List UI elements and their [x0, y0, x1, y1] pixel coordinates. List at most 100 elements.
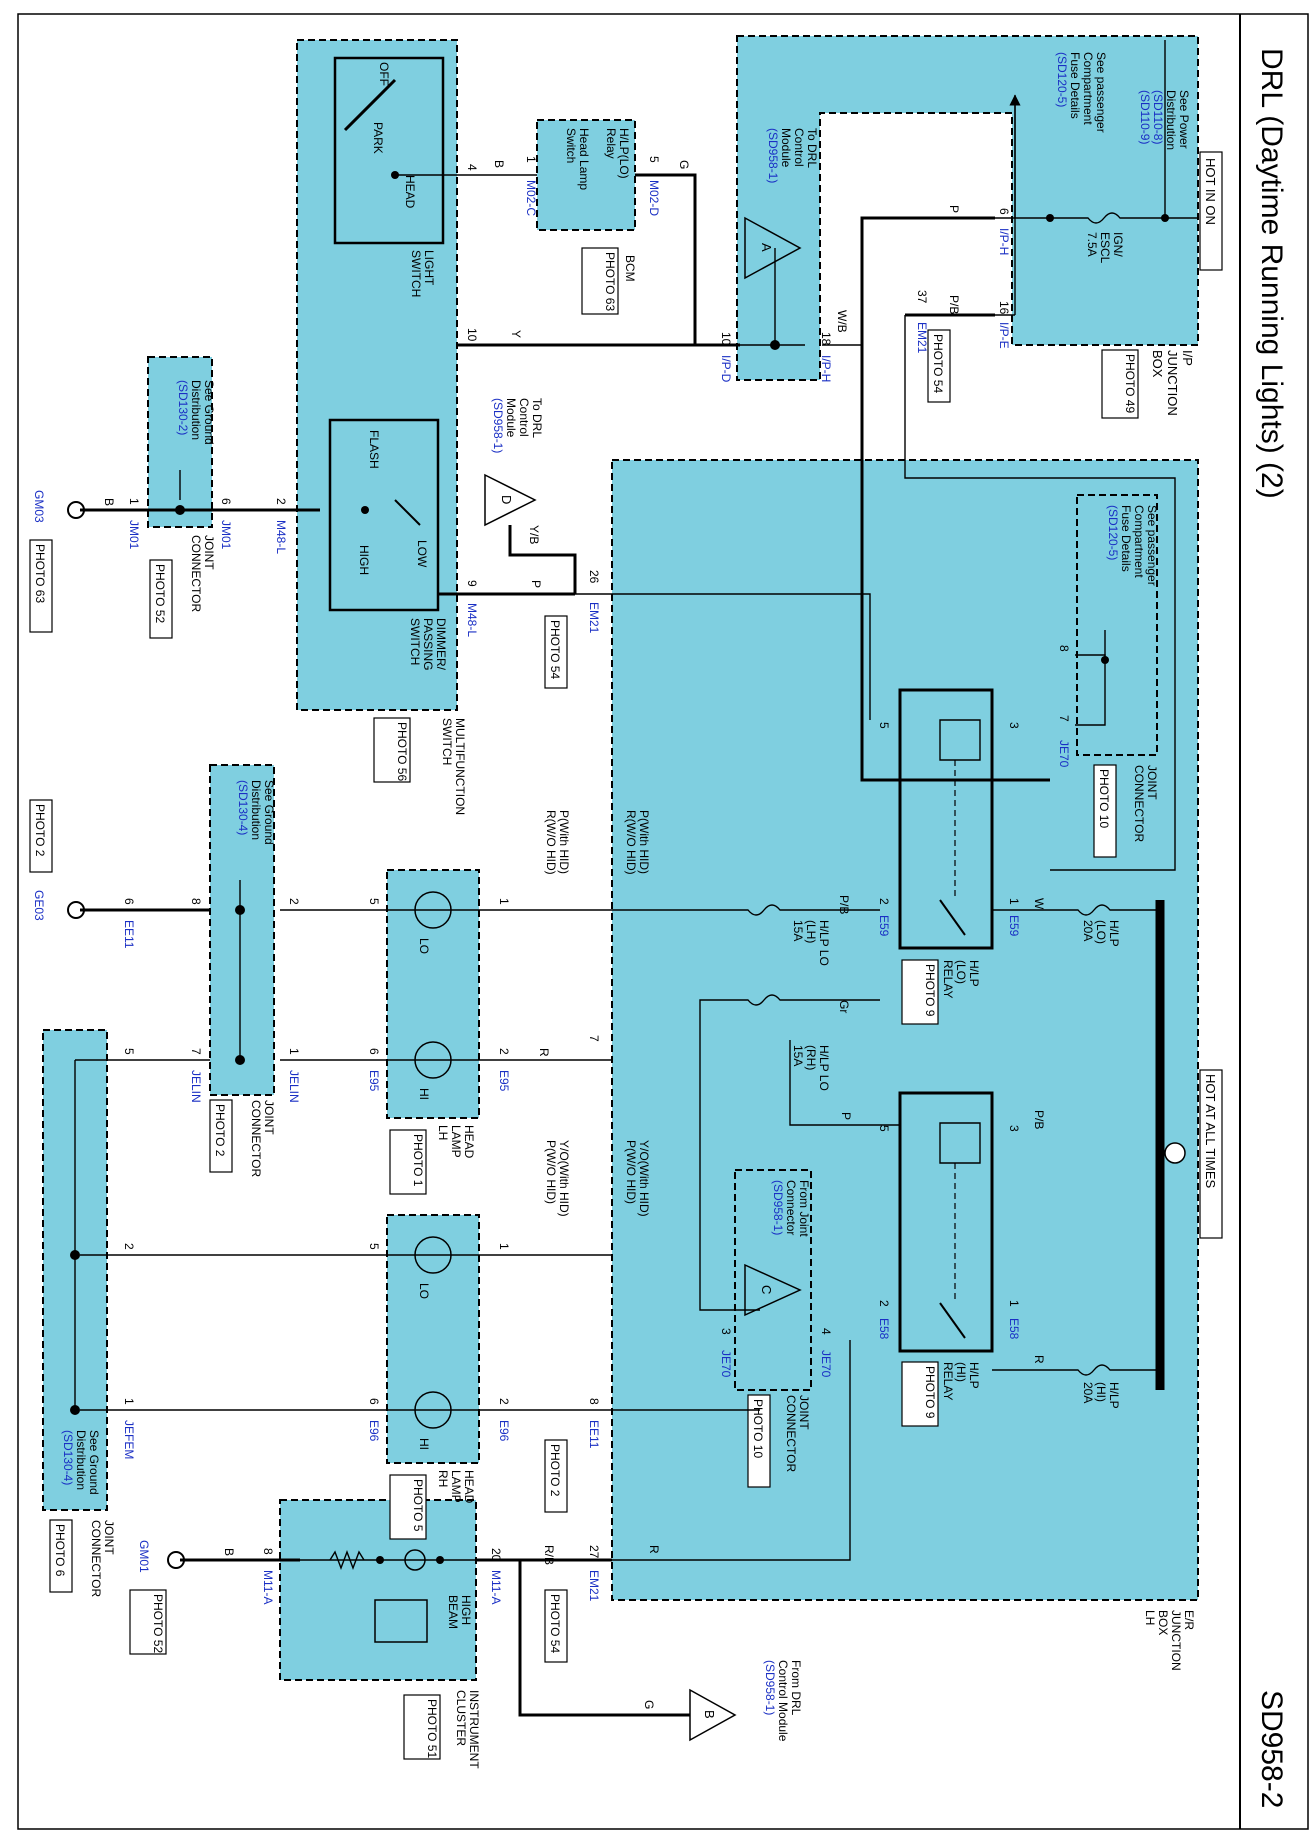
lo-relay-conn-1: E59 [877, 915, 891, 937]
rh-wire-note-4: P(W/O HID) [624, 1140, 638, 1204]
ic-led [404, 1549, 426, 1571]
hot-in-on-label: HOT IN ON [1203, 158, 1218, 225]
dimmer-pin-9: 9 [465, 580, 479, 587]
ic-pin-8: 8 [261, 1548, 275, 1555]
wire-em21b-r-label: R [647, 1545, 661, 1554]
rh-label-1: HEAD [462, 1470, 476, 1504]
hot-at-all-times-box [1199, 1069, 1223, 1239]
ge03-pin-6: 6 [122, 898, 136, 905]
hi-relay-conn-1: E58 [877, 1318, 891, 1340]
jefem-node-2 [70, 1405, 80, 1415]
er-fuse-link [1075, 654, 1106, 726]
ge03-conn-ee11: EE11 [122, 920, 136, 949]
je70c-ref-2: Connector [784, 1180, 798, 1235]
light-switch-pin-10: 10 [465, 328, 479, 342]
ip-junction-box-title-2: JUNCTION [1165, 350, 1180, 416]
lo-relay-coil [939, 719, 981, 761]
jefem-node-1 [70, 1250, 80, 1260]
lh-label-2: LAMP [449, 1125, 463, 1158]
em21a-pin: 26 [587, 570, 601, 584]
lo-relay-photo-box [901, 959, 939, 1025]
em21a-conn: EM21 [587, 602, 601, 634]
ip-conn-ipe: I/P-E [997, 322, 1011, 349]
jefem-photo: PHOTO 6 [53, 1524, 67, 1577]
ge03-node-2 [235, 1055, 245, 1065]
ip-fuse-ref-4: (SD120-5) [1055, 52, 1069, 107]
drl-conn-ipd: I/P-D [719, 355, 733, 383]
ic-photo: PHOTO 51 [425, 1699, 439, 1758]
drl-b-ref-3: (SD958-1) [763, 1660, 777, 1715]
light-switch-off: OFF [377, 62, 391, 86]
em21a-ref-3: Module [504, 398, 518, 438]
hi-relay-p-wire [789, 1040, 900, 1126]
je70-photo: PHOTO 10 [1097, 769, 1111, 828]
fuse-lh-3: 15A [791, 920, 805, 941]
hi-relay-photo: PHOTO 9 [923, 1366, 937, 1419]
dimmer-conn-m48l-1: M48-L [274, 520, 288, 554]
ip-power-ref-1: See Power [1177, 90, 1191, 149]
ip-fuse-ign-3: 7.5A [1085, 232, 1099, 257]
lh-wire-note-3: P(With HID) [637, 810, 651, 874]
em21c-pin: 37 [915, 290, 929, 304]
wire-dimmer-p-label: P [529, 580, 543, 588]
bcm-label: BCM [623, 255, 637, 282]
em21a-ref-2: Control [517, 398, 531, 437]
lh-lo-label: LO [417, 938, 431, 954]
hi-relay-conn-2: E58 [1007, 1318, 1021, 1340]
dimmer-conn-m48l-2: M48-L [465, 603, 479, 637]
je70-c-box [734, 1169, 812, 1391]
hi-relay-label-3: RELAY [941, 1362, 955, 1400]
ge03-joint-2: CONNECTOR [249, 1100, 263, 1177]
light-switch-arm [343, 78, 397, 132]
ip-fuse-ign-escl [1050, 212, 1165, 224]
fuse-rh-wire-gr: Gr [837, 1000, 851, 1013]
je70c-symbol: C [759, 1285, 774, 1294]
gm03-ref-3: (SD130-2) [176, 380, 190, 435]
drl-a-triangle [744, 216, 802, 280]
lo-relay-conn-2: E59 [1007, 915, 1021, 937]
lh-pin-1: 1 [497, 898, 511, 905]
ip-power-ref-3: (SD110-8) [1151, 90, 1165, 144]
gm03-joint-photo: PHOTO 52 [153, 564, 167, 623]
lo-relay-label-1: H/LP [967, 960, 981, 987]
lh-conn-e95-1: E95 [367, 1070, 381, 1092]
ic-beam-1: HIGH [459, 1595, 473, 1625]
hot-in-on-box [1199, 151, 1223, 271]
ic-label-1: INSTRUMENT [467, 1690, 481, 1769]
ip-junction-box-title-1: I/P [1180, 350, 1195, 366]
ip-fuse-ref-3: Fuse Details [1068, 52, 1082, 119]
wire-drl-b-label: G [642, 1700, 656, 1709]
lo-fuse-3: 20A [1081, 920, 1095, 941]
light-switch-frame [333, 56, 445, 245]
fuse-lh-wire [612, 904, 880, 916]
je70c-triangle [744, 1263, 802, 1317]
lo-relay-photo: PHOTO 9 [923, 964, 937, 1017]
rh-conn-e96-2: E96 [497, 1420, 511, 1442]
je70c-ref-3: (SD958-1) [771, 1180, 785, 1235]
em21c-photo: PHOTO 54 [931, 334, 945, 393]
ge03-ref-1: See Ground [262, 780, 276, 845]
je70-photo-box [1093, 764, 1117, 858]
rh-pin-5: 5 [367, 1243, 381, 1250]
ip-conn-iph: I/P-H [997, 228, 1011, 255]
lh-wire-note-2: R(W/O HID) [544, 810, 558, 875]
bcm-conn-m02c: M02-C [524, 180, 538, 216]
dimmer-label-1: DIMMER/ [434, 618, 448, 671]
gm03-ground: GM03 [32, 490, 46, 523]
wire-bcm-g-label: G [677, 160, 691, 169]
ge03-ground-symbol [67, 901, 85, 919]
ge03-ref-2: Distribution [249, 780, 263, 840]
wire-light-switch-y-label: Y [509, 330, 523, 338]
hi-relay-pin-5: 5 [877, 1125, 891, 1132]
lh-wire-note-1: P(With HID) [557, 810, 571, 874]
wire-ipe-pb-drop [904, 315, 1176, 871]
gm03-joint-photo-box [149, 559, 173, 639]
bcm-line-2: Relay [604, 128, 618, 159]
light-switch-label-2: SWITCH [409, 250, 423, 297]
wire-em21-ref [575, 593, 871, 720]
hi-fuse-wire [992, 1364, 1160, 1376]
em21a-triangle [484, 473, 537, 527]
je70c-pin-4: 4 [819, 1328, 833, 1335]
multifunction-photo: PHOTO 56 [395, 722, 409, 781]
jefem-pin-2: 2 [122, 1243, 136, 1250]
